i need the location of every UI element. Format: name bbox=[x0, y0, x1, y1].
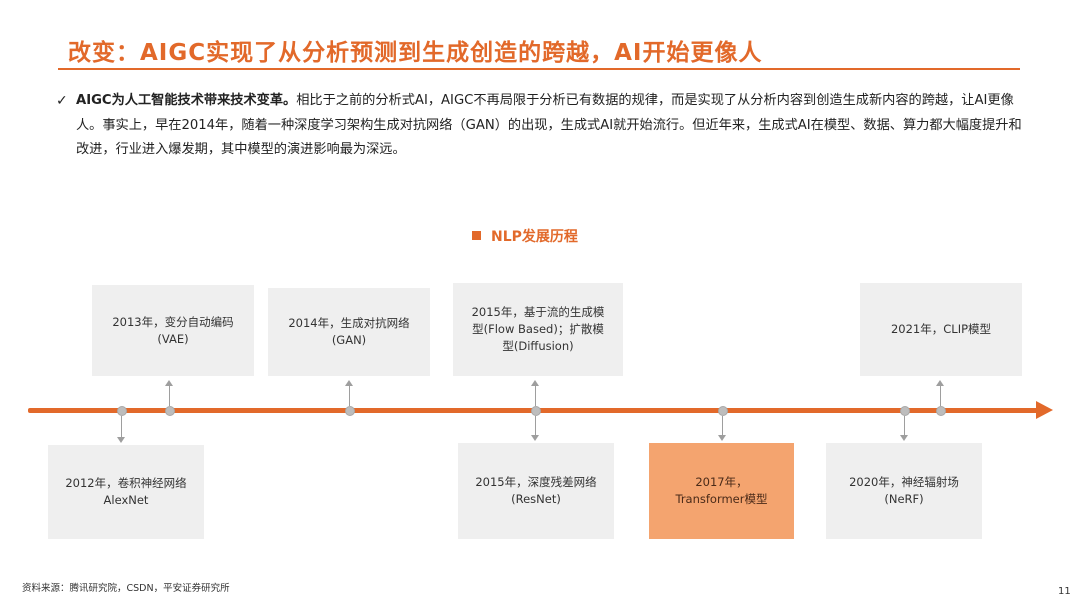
connector-2012 bbox=[121, 416, 122, 438]
connector-2015-flow bbox=[535, 386, 536, 406]
milestone-2015-resnet: 2015年，深度残差网络 (ResNet) bbox=[458, 443, 614, 539]
timeline-dot bbox=[117, 406, 127, 416]
milestone-2014-gan: 2014年，生成对抗网络 (GAN) bbox=[268, 288, 430, 376]
timeline-dot bbox=[165, 406, 175, 416]
milestone-2021-clip: 2021年，CLIP模型 bbox=[860, 283, 1022, 376]
connector-2014 bbox=[349, 386, 350, 406]
timeline-dot bbox=[900, 406, 910, 416]
arrow-up-icon bbox=[165, 380, 173, 386]
milestone-2013-vae: 2013年，变分自动编码 (VAE) bbox=[92, 285, 254, 376]
connector-2015-resnet bbox=[535, 416, 536, 436]
milestone-2017-transformer: 2017年， Transformer模型 bbox=[649, 443, 794, 539]
title-divider bbox=[58, 68, 1020, 70]
source-note: 资料来源：腾讯研究院，CSDN，平安证券研究所 bbox=[22, 583, 230, 594]
timeline-dot bbox=[345, 406, 355, 416]
diagram-title: NLP发展历程 bbox=[472, 226, 632, 248]
arrow-down-icon bbox=[117, 437, 125, 443]
connector-2017 bbox=[722, 416, 723, 436]
milestone-2012-alexnet: 2012年，卷积神经网络 AlexNet bbox=[48, 445, 204, 539]
page-number: 11 bbox=[1058, 586, 1071, 597]
summary-paragraph: ✓ AIGC为人工智能技术带来技术变革。相比于之前的分析式AI，AIGC不再局限… bbox=[56, 89, 1026, 163]
page-title: 改变：AIGC实现了从分析预测到生成创造的跨越，AI开始更像人 bbox=[68, 40, 763, 66]
square-bullet-icon bbox=[472, 231, 481, 240]
timeline-dot bbox=[718, 406, 728, 416]
timeline-dot bbox=[936, 406, 946, 416]
arrow-down-icon bbox=[718, 435, 726, 441]
arrow-up-icon bbox=[936, 380, 944, 386]
milestone-2020-nerf: 2020年，神经辐射场 (NeRF) bbox=[826, 443, 982, 539]
timeline-arrowhead-icon bbox=[1036, 401, 1053, 419]
arrow-down-icon bbox=[900, 435, 908, 441]
checkmark-icon: ✓ bbox=[56, 93, 68, 109]
arrow-down-icon bbox=[531, 435, 539, 441]
connector-2013 bbox=[169, 386, 170, 406]
summary-bold-lead: AIGC为人工智能技术带来技术变革。 bbox=[76, 93, 297, 108]
timeline-dot bbox=[531, 406, 541, 416]
milestone-2015-flow-diffusion: 2015年，基于流的生成模 型(Flow Based)；扩散模 型(Diffus… bbox=[453, 283, 623, 376]
arrow-up-icon bbox=[345, 380, 353, 386]
connector-2020 bbox=[904, 416, 905, 436]
summary-text: 相比于之前的分析式AI，AIGC不再局限于分析已有数据的规律，而是实现了从分析内… bbox=[76, 93, 1022, 157]
arrow-up-icon bbox=[531, 380, 539, 386]
connector-2021 bbox=[940, 386, 941, 406]
